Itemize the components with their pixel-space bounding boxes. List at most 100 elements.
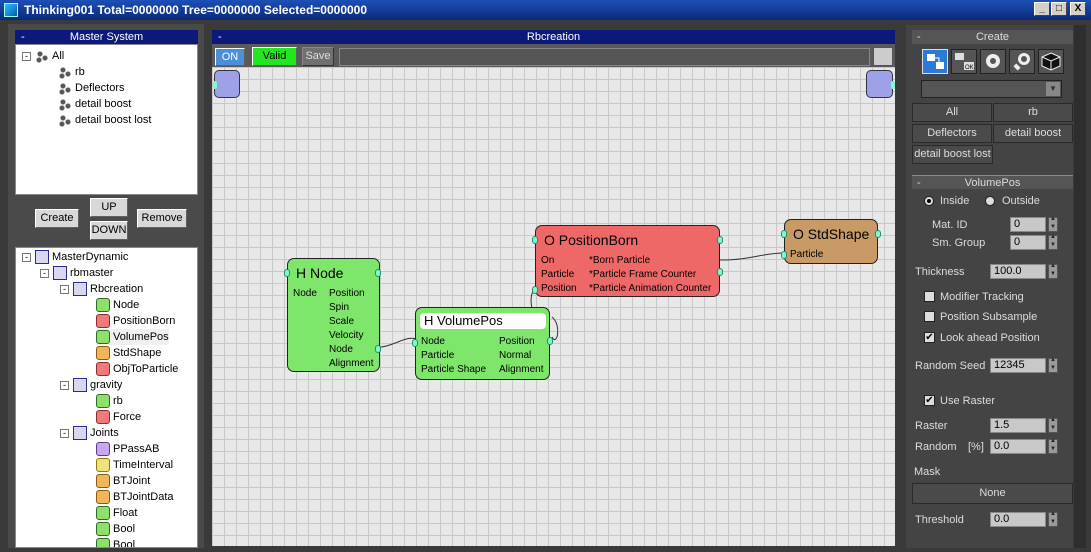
valid-button[interactable]: Valid [252, 47, 297, 66]
tree-node-ppassab[interactable]: PPassAB [96, 441, 159, 457]
threshold-field[interactable]: 0.0 [990, 512, 1046, 527]
list-item[interactable]: rb [58, 64, 85, 80]
collapse-toggle-icon[interactable]: - [40, 268, 49, 278]
collapse-toggle-icon[interactable]: - [22, 252, 31, 262]
collapse-toggle-icon[interactable]: - [60, 380, 69, 390]
create-section-header[interactable]: - Create [912, 30, 1073, 44]
input-port[interactable] [284, 269, 290, 277]
outside-radio[interactable] [985, 196, 995, 206]
position-subsample-checkbox[interactable] [924, 311, 935, 322]
group-all-button[interactable]: All [912, 103, 992, 122]
canvas-output-node[interactable] [866, 70, 895, 98]
close-button[interactable]: X [1070, 2, 1086, 16]
group-detail-boost-button[interactable]: detail boost [993, 124, 1073, 143]
tree-node-positionborn[interactable]: PositionBorn [96, 313, 175, 329]
group-deflectors-button[interactable]: Deflectors [912, 124, 992, 143]
node-title-field[interactable] [420, 313, 546, 329]
chevron-down-icon[interactable]: ▼ [1046, 82, 1060, 96]
input-port[interactable] [781, 251, 787, 259]
save-button[interactable]: Save [302, 47, 334, 66]
use-raster-checkbox[interactable]: ✔ [924, 395, 935, 406]
tree-node-rbcreation[interactable]: -Rbcreation [60, 281, 143, 297]
tree-node-bool[interactable]: Bool [96, 521, 135, 537]
tree-node-gravity[interactable]: -gravity [60, 377, 122, 393]
tree-node-joints[interactable]: -Joints [60, 425, 119, 441]
output-port[interactable] [717, 268, 723, 276]
canvas-input-port[interactable] [213, 81, 217, 89]
cube-icon[interactable] [1038, 49, 1064, 74]
mat-id-field[interactable]: 0 [1010, 217, 1046, 232]
list-item[interactable]: detail boost [58, 96, 131, 112]
sm-group-spinner[interactable] [1048, 234, 1058, 250]
collapse-toggle-icon[interactable]: - [22, 51, 31, 61]
create-dropdown[interactable]: ▼ [921, 80, 1062, 98]
output-port[interactable] [875, 230, 881, 238]
thickness-spinner[interactable] [1048, 263, 1058, 279]
input-port[interactable] [532, 236, 538, 244]
tree-node-float[interactable]: Float [96, 505, 137, 521]
wrench-icon[interactable] [1009, 49, 1035, 74]
inside-radio[interactable] [924, 196, 934, 206]
output-port[interactable] [375, 269, 381, 277]
tree-node-timeinterval[interactable]: TimeInterval [96, 457, 173, 473]
list-item[interactable]: -All [22, 48, 64, 64]
thickness-field[interactable]: 100.0 [990, 264, 1046, 279]
collapse-toggle-icon[interactable]: - [60, 428, 69, 438]
tree-node-objtoparticle[interactable]: ObjToParticle [96, 361, 178, 377]
output-port[interactable] [547, 337, 553, 345]
modifier-tracking-checkbox[interactable] [924, 291, 935, 302]
ok-node-icon[interactable]: OK [951, 49, 977, 74]
list-item[interactable]: detail boost lost [58, 112, 151, 128]
editor-status-field[interactable] [339, 48, 870, 66]
raster-spinner[interactable] [1048, 417, 1058, 433]
mask-button[interactable]: None [912, 483, 1073, 504]
tree-node-btjointdata[interactable]: BTJointData [96, 489, 174, 505]
random-field[interactable]: 0.0 [990, 439, 1046, 454]
tree-node-bool-2[interactable]: Bool [96, 537, 135, 547]
up-button[interactable]: UP [90, 198, 128, 217]
flow-layout-icon[interactable] [873, 47, 893, 66]
random-seed-field[interactable]: 12345 [990, 358, 1046, 373]
hierarchy-tree[interactable]: -MasterDynamic -rbmaster -Rbcreation Nod… [15, 247, 198, 548]
input-port[interactable] [781, 230, 787, 238]
maximize-button[interactable]: □ [1051, 2, 1067, 16]
add-node-icon[interactable] [922, 49, 948, 74]
tree-node-stdshape[interactable]: StdShape [96, 345, 161, 361]
create-button[interactable]: Create [35, 209, 79, 228]
tree-node-force[interactable]: Force [96, 409, 141, 425]
canvas-input-node[interactable] [213, 70, 240, 98]
collapse-toggle-icon[interactable]: - [60, 284, 69, 294]
tree-node-btjoint[interactable]: BTJoint [96, 473, 150, 489]
canvas-output-port[interactable] [891, 81, 895, 89]
master-system-list[interactable]: -All rb Deflectors detail boost detail b… [15, 44, 198, 195]
tree-node-node[interactable]: Node [96, 297, 139, 313]
input-port[interactable] [532, 286, 538, 294]
tree-node-rb[interactable]: rb [96, 393, 123, 409]
remove-button[interactable]: Remove [137, 209, 187, 228]
volumepos-section-header[interactable]: - VolumePos [912, 175, 1073, 189]
look-ahead-checkbox[interactable]: ✔ [924, 332, 935, 343]
h-node-node[interactable]: H Node Node Position Spin Scale Velocity… [284, 258, 381, 372]
minimize-button[interactable]: _ [1034, 2, 1050, 16]
sm-group-field[interactable]: 0 [1010, 235, 1046, 250]
mat-id-spinner[interactable] [1048, 216, 1058, 232]
tree-node-volumepos[interactable]: VolumePos [96, 329, 169, 345]
output-port[interactable] [717, 236, 723, 244]
on-toggle[interactable]: ON [215, 48, 245, 66]
gear-icon[interactable] [980, 49, 1006, 74]
list-item[interactable]: Deflectors [58, 80, 125, 96]
tree-node-rbmaster[interactable]: -rbmaster [40, 265, 113, 281]
input-port[interactable] [412, 339, 418, 347]
master-system-header[interactable]: - Master System [15, 30, 198, 44]
output-port[interactable] [375, 345, 381, 353]
random-spinner[interactable] [1048, 438, 1058, 454]
o-stdshape-node[interactable]: O StdShape Particle [781, 219, 881, 264]
tree-node-masterdynamic[interactable]: -MasterDynamic [22, 249, 128, 265]
editor-header[interactable]: - Rbcreation [212, 30, 895, 44]
node-canvas[interactable]: H Node Node Position Spin Scale Velocity… [212, 67, 895, 546]
group-rb-button[interactable]: rb [993, 103, 1073, 122]
group-detail-boost-lost-button[interactable]: detail boost lost [912, 145, 993, 164]
h-volumepos-node[interactable]: H VolumePos Node Particle Particle Shape… [412, 307, 553, 380]
random-seed-spinner[interactable] [1048, 357, 1058, 373]
down-button[interactable]: DOWN [90, 221, 128, 240]
